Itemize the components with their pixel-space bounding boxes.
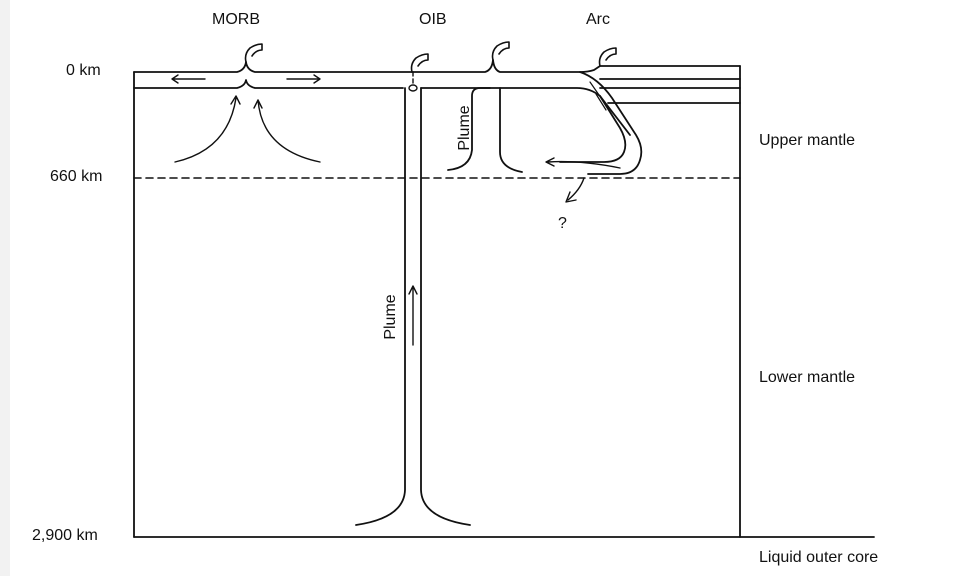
mantle-box-outline [134, 66, 740, 537]
plume-head [409, 85, 417, 91]
depth-label-0km: 0 km [66, 63, 101, 79]
depth-label-660km: 660 km [50, 169, 102, 185]
overriding-plate-lines [600, 79, 740, 103]
upper-mantle-label: Upper mantle [759, 133, 855, 149]
shallow-plume-label: Plume [457, 105, 473, 150]
morb-label: MORB [212, 12, 260, 28]
morb-volcano-symbol [246, 44, 263, 62]
morb-right-spreading-arrow [287, 75, 320, 83]
lithosphere-top-surface [134, 60, 740, 72]
oib-label: OIB [419, 12, 447, 28]
morb-left-spreading-arrow [172, 75, 205, 83]
arc-label: Arc [586, 12, 610, 28]
depth-label-2900km: 2,900 km [32, 528, 98, 544]
slab-return-flow-arrow [546, 158, 620, 168]
deep-plume-label: Plume [383, 294, 399, 339]
plume-volcano-symbol [493, 42, 510, 60]
morb-upwelling-arrow-left [175, 96, 240, 162]
oib-volcano-symbol [412, 54, 429, 72]
plume-upward-arrow [409, 286, 417, 345]
arc-volcano-symbol [600, 48, 617, 66]
lower-mantle-label: Lower mantle [759, 370, 855, 386]
unknown-fate-label: ? [558, 216, 567, 232]
slab-penetration-arrow [566, 178, 584, 202]
liquid-outer-core-label: Liquid outer core [759, 550, 878, 566]
morb-upwelling-arrow-right [254, 100, 320, 162]
